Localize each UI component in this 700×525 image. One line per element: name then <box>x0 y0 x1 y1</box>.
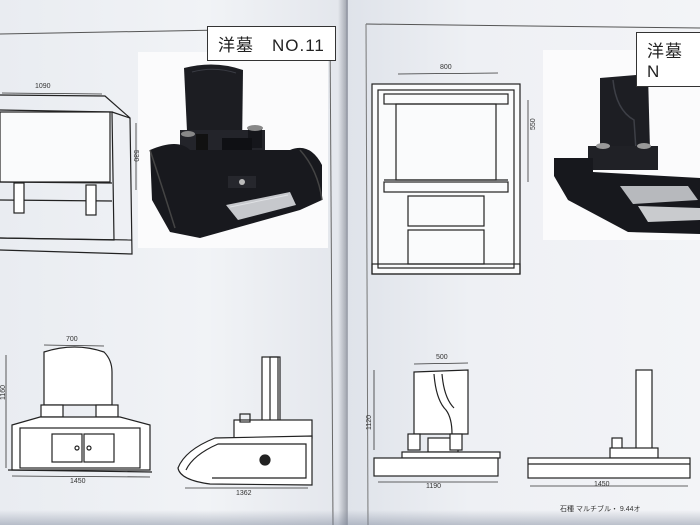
catalog-page-left: 洋墓 NO.11 1090 530 700 1160 1450 1362 <box>0 0 346 525</box>
left-plan-height-label: 530 <box>132 150 139 162</box>
photo-bottom-shadow <box>0 510 700 525</box>
right-elevation-width-label: 500 <box>436 354 448 361</box>
left-monument-photo <box>138 52 328 248</box>
left-plan-dimensions <box>1 92 137 190</box>
right-upper-elevation <box>373 369 501 477</box>
right-front-height-label: 550 <box>530 118 537 130</box>
catalog-page-right: 洋墓 N 800 550 500 1120 1190 1450 石種 マルチブル… <box>348 0 700 525</box>
left-plan-drawing <box>0 94 133 255</box>
stone-type-footnote: 石種 マルチブル・ 9.44オ <box>560 504 641 514</box>
right-side-elevation <box>527 369 691 479</box>
right-elevation-base-label: 1190 <box>426 483 442 490</box>
right-front-dimensions <box>397 72 529 182</box>
right-page-title: 洋墓 N <box>636 32 700 87</box>
right-side-depth-label: 1450 <box>594 481 610 488</box>
left-elevation-width-label: 700 <box>66 336 78 343</box>
right-front-width-label: 800 <box>440 64 452 71</box>
left-page-title: 洋墓 NO.11 <box>207 26 336 61</box>
left-side-depth-label: 1362 <box>236 490 252 497</box>
left-elevation-base-label: 1450 <box>70 478 86 485</box>
left-elevation-dimensions <box>5 344 151 478</box>
left-side-elevation <box>177 356 313 486</box>
right-elevation-dimensions <box>373 362 498 483</box>
left-page-drawings <box>0 27 334 525</box>
left-front-elevation <box>7 346 153 473</box>
left-elevation-height-label: 1160 <box>0 384 7 400</box>
right-elevation-height-label: 1120 <box>366 414 373 430</box>
left-plan-width-label: 1090 <box>35 83 51 90</box>
right-front-elevation <box>371 83 521 275</box>
